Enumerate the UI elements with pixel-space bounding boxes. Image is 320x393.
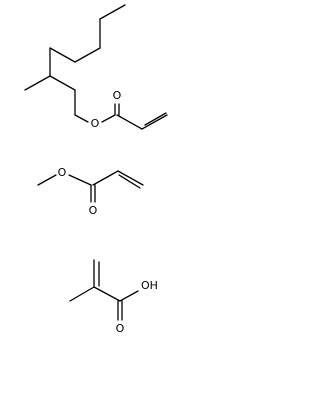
bond bbox=[99, 4, 126, 20]
bond bbox=[37, 174, 57, 186]
carbonyl-oxygen-label: O bbox=[89, 204, 98, 217]
bond bbox=[141, 114, 168, 130]
carbonyl-oxygen-label: O bbox=[113, 89, 122, 102]
bond bbox=[116, 114, 143, 130]
chemical-structures-figure: O O O O OH O bbox=[24, 4, 168, 335]
bond bbox=[93, 286, 121, 302]
bond bbox=[74, 114, 89, 123]
molecule-methacrylic-acid: OH O bbox=[69, 259, 158, 335]
molecule-ethylhexyl-acrylate: O O bbox=[24, 4, 168, 130]
bond bbox=[117, 170, 144, 186]
molecule-methyl-acrylate: O O bbox=[37, 166, 144, 217]
carbonyl-oxygen-label: O bbox=[116, 322, 125, 335]
bond bbox=[49, 47, 76, 63]
bond bbox=[49, 75, 76, 91]
bond bbox=[92, 170, 119, 186]
bond bbox=[118, 174, 141, 189]
bond bbox=[24, 75, 51, 91]
bond bbox=[69, 286, 95, 302]
ester-oxygen-label: O bbox=[58, 166, 67, 179]
bond bbox=[74, 47, 101, 63]
bond bbox=[101, 114, 116, 123]
bond bbox=[68, 174, 92, 186]
bond bbox=[119, 290, 139, 302]
bond bbox=[144, 112, 167, 126]
hydroxyl-label: OH bbox=[141, 279, 158, 292]
ester-oxygen-label: O bbox=[91, 117, 100, 130]
